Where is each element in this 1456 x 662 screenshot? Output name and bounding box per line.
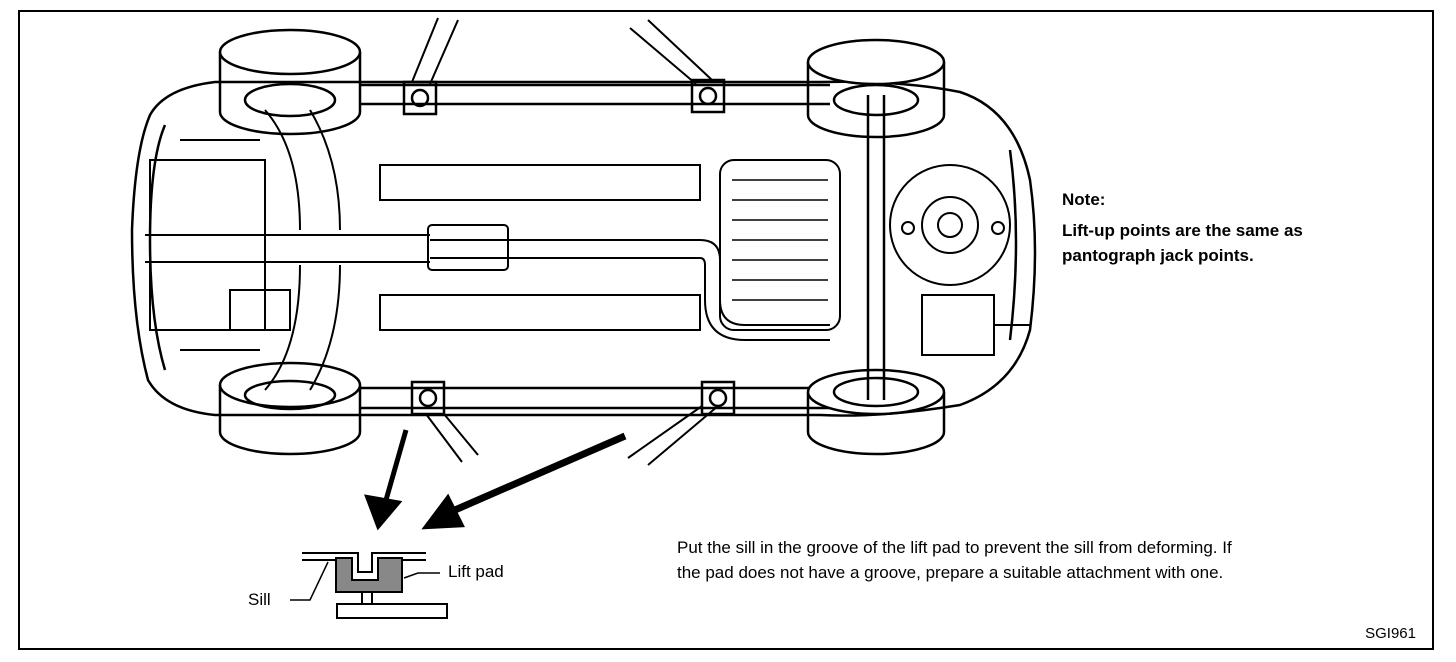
spare-tire [889, 164, 1011, 286]
lift-pad-front-left [402, 80, 438, 116]
note-title: Note: [1062, 190, 1106, 209]
lift-arm-rear-right [627, 405, 719, 466]
note-text: Lift-up points are the same as pantograp… [1062, 221, 1303, 265]
rear-axle [866, 95, 886, 400]
rear-left-wheel [806, 38, 946, 139]
lift-pad-rear-left [690, 78, 726, 114]
detail-arrow-right [421, 432, 627, 530]
front-left-wheel [218, 28, 362, 136]
right-sill [360, 386, 830, 410]
left-sill [360, 83, 830, 106]
exhaust-system [427, 224, 830, 341]
sill-leader-line [290, 561, 329, 601]
floor-frame [379, 164, 701, 331]
detail-arrow-left [364, 429, 409, 531]
sill-liftpad-detail [290, 552, 448, 619]
sill-label: Sill [248, 590, 271, 609]
instruction-text: Put the sill in the groove of the lift p… [677, 538, 1232, 582]
lift-arm-front-left [411, 17, 459, 85]
lift-plate [336, 603, 448, 619]
muffler [921, 294, 995, 356]
lift-pad-front-right [410, 380, 446, 416]
figure-code: SGI961 [1365, 625, 1416, 642]
lift-pad-leader-line [403, 572, 440, 579]
lift-arm-rear-left [629, 19, 713, 85]
lift-arm-front-right [425, 413, 479, 463]
fuel-tank [719, 159, 841, 331]
lift-pad-section [335, 557, 403, 593]
front-right-wheel [218, 361, 362, 456]
vehicle-body-outline [130, 80, 1037, 417]
engine-subframe [145, 109, 430, 391]
figure-frame [18, 10, 1434, 650]
rear-right-wheel [806, 368, 946, 456]
lift-pad-label: Lift pad [448, 562, 504, 581]
